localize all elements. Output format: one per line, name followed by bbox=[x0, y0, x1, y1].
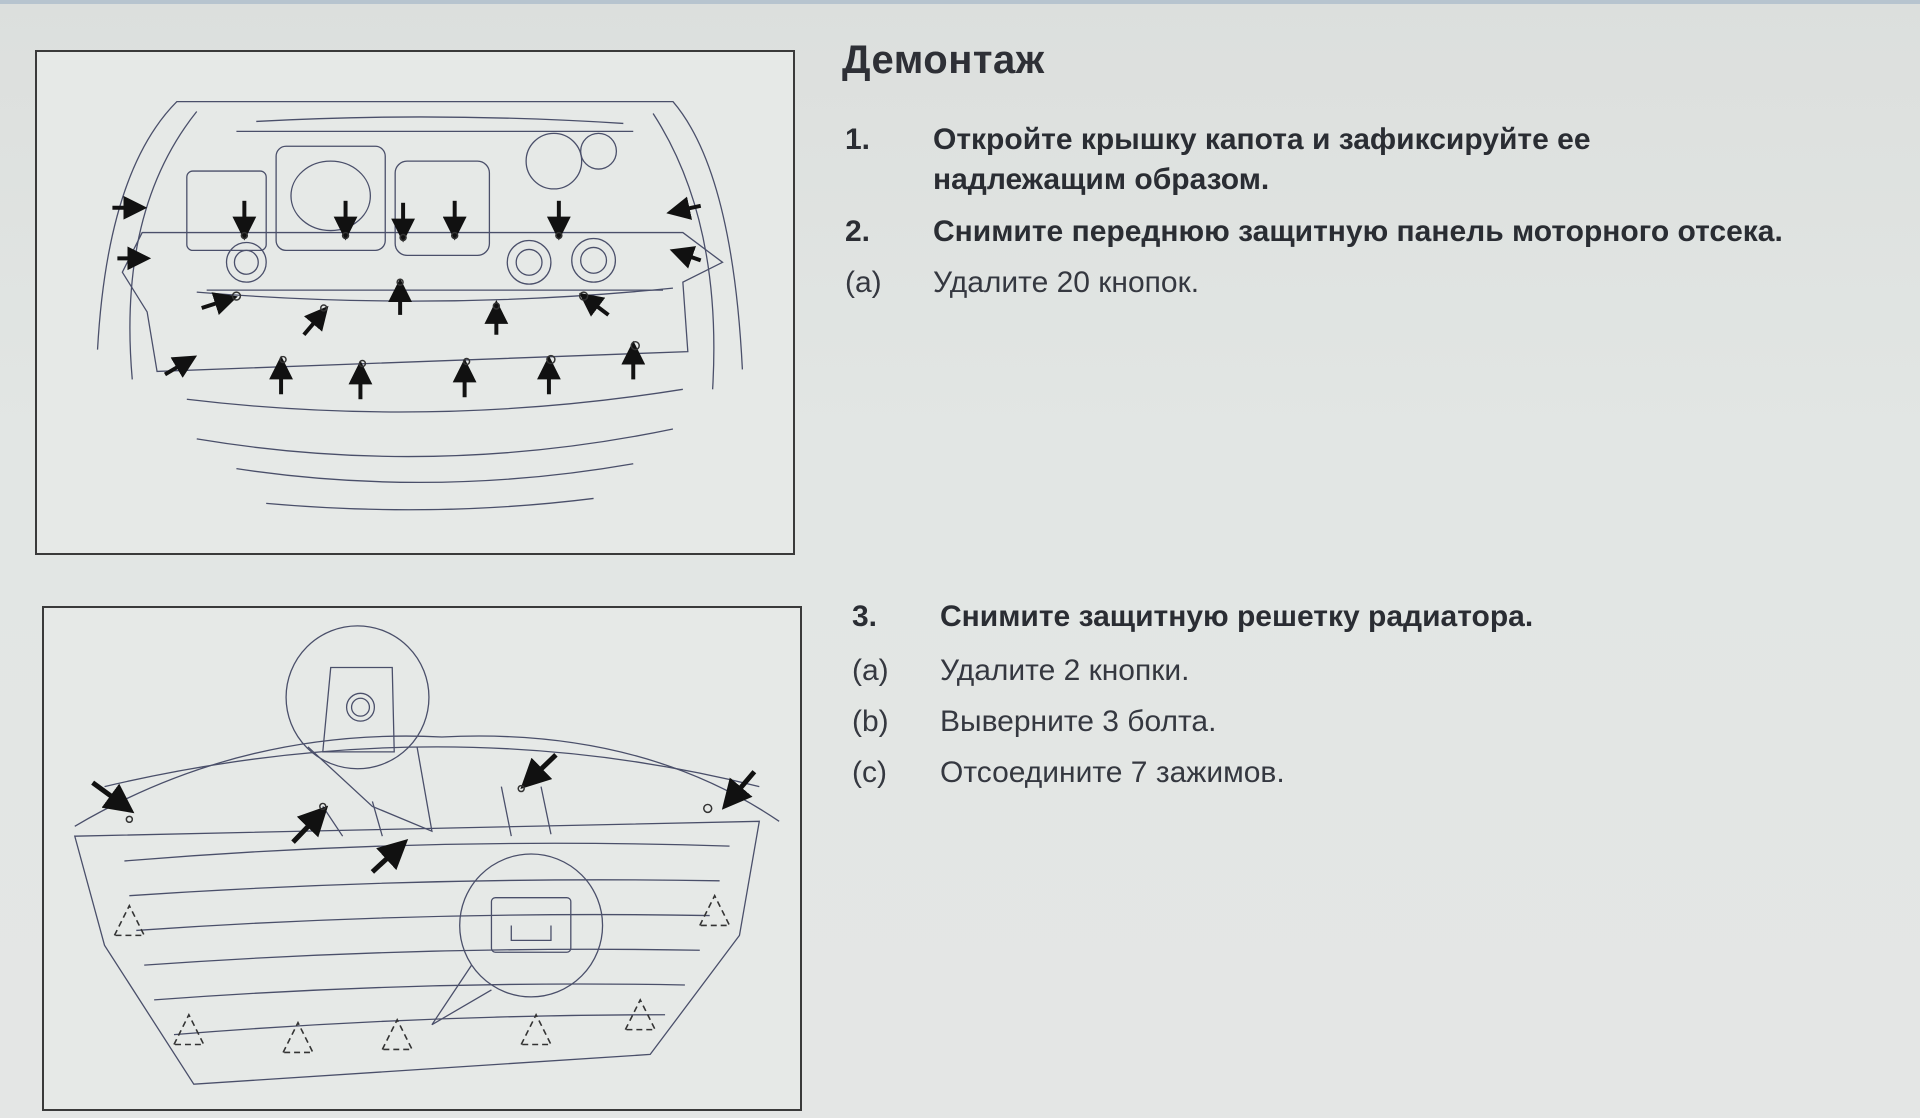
step-text-line-2: надлежащим образом. bbox=[933, 163, 1270, 196]
step-number: 3. bbox=[852, 600, 878, 633]
substep-text: Удалите 20 кнопок. bbox=[933, 266, 1200, 299]
step-number: 2. bbox=[845, 215, 871, 248]
substep-2a: (a) Удалите 20 кнопок. bbox=[845, 263, 1199, 303]
step-text-line-1: Откройте крышку капота и зафиксируйте ее bbox=[933, 123, 1591, 156]
step-number: 1. bbox=[845, 123, 871, 156]
substep-letter: (a) bbox=[845, 266, 882, 299]
page-title: Демонтаж bbox=[842, 38, 1045, 82]
substep-text: Отсоедините 7 зажимов. bbox=[940, 756, 1285, 789]
substep-3a: (a) Удалите 2 кнопки. bbox=[852, 651, 1189, 691]
step-text: Снимите защитную решетку радиатора. bbox=[940, 600, 1534, 633]
radiator-grille-svg bbox=[73, 625, 780, 1085]
substep-3b: (b) Выверните 3 болта. bbox=[852, 702, 1216, 742]
step-1: 1. Откройте крышку капота и зафиксируйте… bbox=[845, 120, 1591, 200]
substep-letter: (a) bbox=[852, 654, 889, 687]
engine-bay-svg bbox=[96, 100, 744, 511]
step-2: 2. Снимите переднюю защитную панель мото… bbox=[845, 212, 1783, 252]
engine-bay-cover-diagram bbox=[35, 50, 795, 555]
radiator-grille-diagram bbox=[42, 606, 802, 1111]
substep-text: Выверните 3 болта. bbox=[940, 705, 1217, 738]
step-text: Снимите переднюю защитную панель моторно… bbox=[933, 215, 1783, 248]
top-strip bbox=[0, 0, 1920, 4]
substep-letter: (c) bbox=[852, 756, 887, 789]
step-text: Откройте крышку капота и зафиксируйте ее… bbox=[933, 120, 1591, 200]
step-3: 3. Снимите защитную решетку радиатора. bbox=[852, 597, 1533, 637]
substep-text: Удалите 2 кнопки. bbox=[940, 654, 1190, 687]
substep-letter: (b) bbox=[852, 705, 889, 738]
substep-3c: (c) Отсоедините 7 зажимов. bbox=[852, 753, 1285, 793]
